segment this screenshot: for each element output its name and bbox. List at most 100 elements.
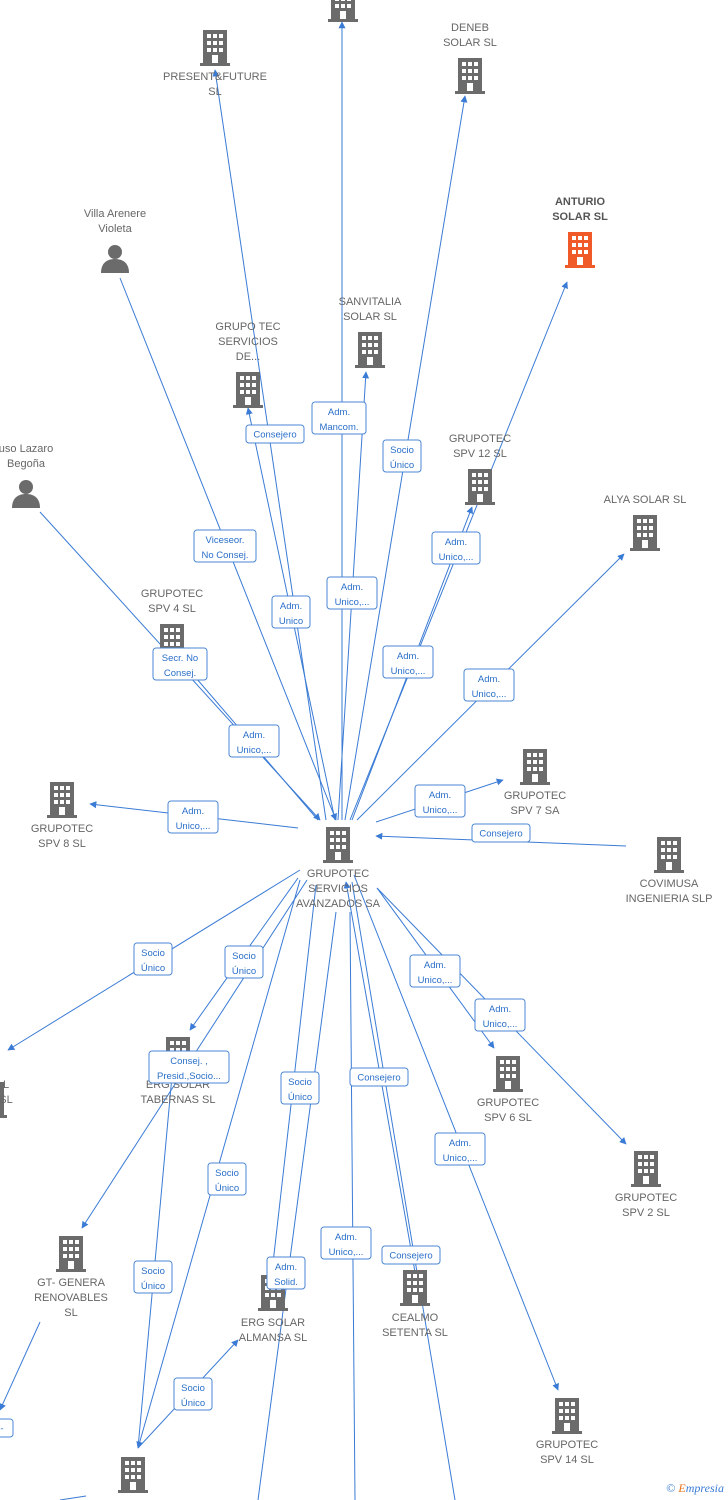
relation-edge [59, 1495, 87, 1500]
relation-label-text: Unico,... [329, 1247, 364, 1258]
relation-label-text: Unico,... [423, 805, 458, 816]
relation-edge [0, 1321, 41, 1411]
node-label: SOLAR SL [552, 211, 608, 223]
relation-label-text: Único [215, 1183, 239, 1194]
relation-label[interactable]: Adm.Solid. [266, 1256, 306, 1290]
relation-label[interactable]: Adm.Mancom. [311, 401, 367, 435]
building-icon [493, 1056, 523, 1092]
relation-label[interactable]: Adm.Unico,... [409, 954, 461, 988]
relation-label-box [280, 1071, 320, 1105]
company-node[interactable]: GRUPOTEC SPV 6 SL [477, 1056, 539, 1124]
relation-label[interactable]: Consejero [381, 1245, 441, 1265]
building-icon [552, 1398, 582, 1434]
relation-label-text: Consejero [479, 829, 522, 840]
relation-label-box [409, 954, 461, 988]
node-label: COVIMUSA [640, 878, 699, 890]
relation-label-box [167, 800, 219, 834]
relation-label[interactable]: Adm.Unico,... [228, 724, 280, 758]
relation-label-box [152, 647, 208, 681]
relation-label-text: Único [288, 1092, 312, 1103]
relation-label[interactable]: Adm.Unico,... [320, 1226, 372, 1260]
node-label: GRUPOTEC [477, 1097, 539, 1109]
relation-label[interactable]: Adm.Unico,... [326, 576, 378, 610]
relation-label-text: Adm. [445, 537, 467, 548]
relation-edge [349, 911, 356, 1500]
relation-label[interactable]: Consejero [349, 1067, 409, 1087]
relation-label-text: Socio [181, 1383, 205, 1394]
relation-label[interactable]: Adm.Unico,... [463, 668, 515, 702]
relation-label[interactable]: Viceseor.No Consej. [193, 529, 257, 563]
relation-label[interactable]: Secr. No Consej. [152, 647, 208, 681]
person-icon [101, 245, 129, 273]
node-label: SL [64, 1307, 77, 1319]
company-node[interactable] [118, 1457, 148, 1493]
relation-label[interactable]: Adm.Unico [271, 595, 311, 629]
node-label: ERG SOLAR [241, 1317, 305, 1329]
relation-label-text: Secr. No [162, 653, 198, 664]
relation-label-text: Unico,... [472, 689, 507, 700]
relation-label[interactable]: Adm.Unico,... [431, 531, 481, 565]
relation-label-text: Unico,... [176, 821, 211, 832]
relation-label-text: Adm. [182, 806, 204, 817]
node-label: SPV 6 SL [484, 1112, 532, 1124]
relation-label-text: Socio [141, 1266, 165, 1277]
relation-label[interactable]: Consej. ,Presid.,Socio... [148, 1050, 230, 1084]
relation-label-text: Único [141, 963, 165, 974]
company-node[interactable]: LSL [0, 1079, 13, 1118]
relation-label-text: Consej. [164, 668, 196, 679]
company-node[interactable] [328, 0, 358, 22]
building-icon [654, 837, 684, 873]
building-icon [323, 827, 353, 863]
building-icon [631, 1151, 661, 1187]
relation-label[interactable]: - [0, 1418, 14, 1438]
relation-label-box [326, 576, 378, 610]
relation-label-layer: Adm.Mancom.ConsejeroSocioÚnicoViceseor.N… [0, 401, 531, 1438]
relation-label-box [133, 1260, 173, 1294]
node-label: GRUPOTEC [504, 790, 566, 802]
company-node[interactable]: GRUPO TECSERVICIOSDE... [215, 321, 281, 408]
relation-label-text: Unico,... [418, 975, 453, 986]
building-icon [465, 469, 495, 505]
relation-label[interactable]: Adm. Unico,... [167, 800, 219, 834]
relation-label-text: Solid. [274, 1277, 298, 1288]
relation-edge [351, 881, 456, 1500]
node-label: DE... [236, 351, 260, 363]
relation-label[interactable]: Consejero [245, 424, 305, 444]
relation-label-text: Unico,... [335, 597, 370, 608]
company-node[interactable]: ALYA SOLAR SL [604, 494, 687, 551]
relation-label[interactable]: Adm.Unico,... [382, 645, 434, 679]
person-icon [12, 480, 40, 508]
relation-label[interactable]: Adm. Unico,... [474, 998, 526, 1032]
relation-label-text: Consejero [253, 430, 296, 441]
relation-label[interactable]: Consejero [471, 823, 531, 843]
relation-label-text: Unico,... [483, 1019, 518, 1030]
node-label: GRUPOTEC [307, 868, 369, 880]
relation-label-text: Adm. [489, 1004, 511, 1015]
relation-label[interactable]: Adm.Unico,... [434, 1132, 486, 1166]
relation-label[interactable]: Adm.Unico,... [414, 784, 466, 818]
